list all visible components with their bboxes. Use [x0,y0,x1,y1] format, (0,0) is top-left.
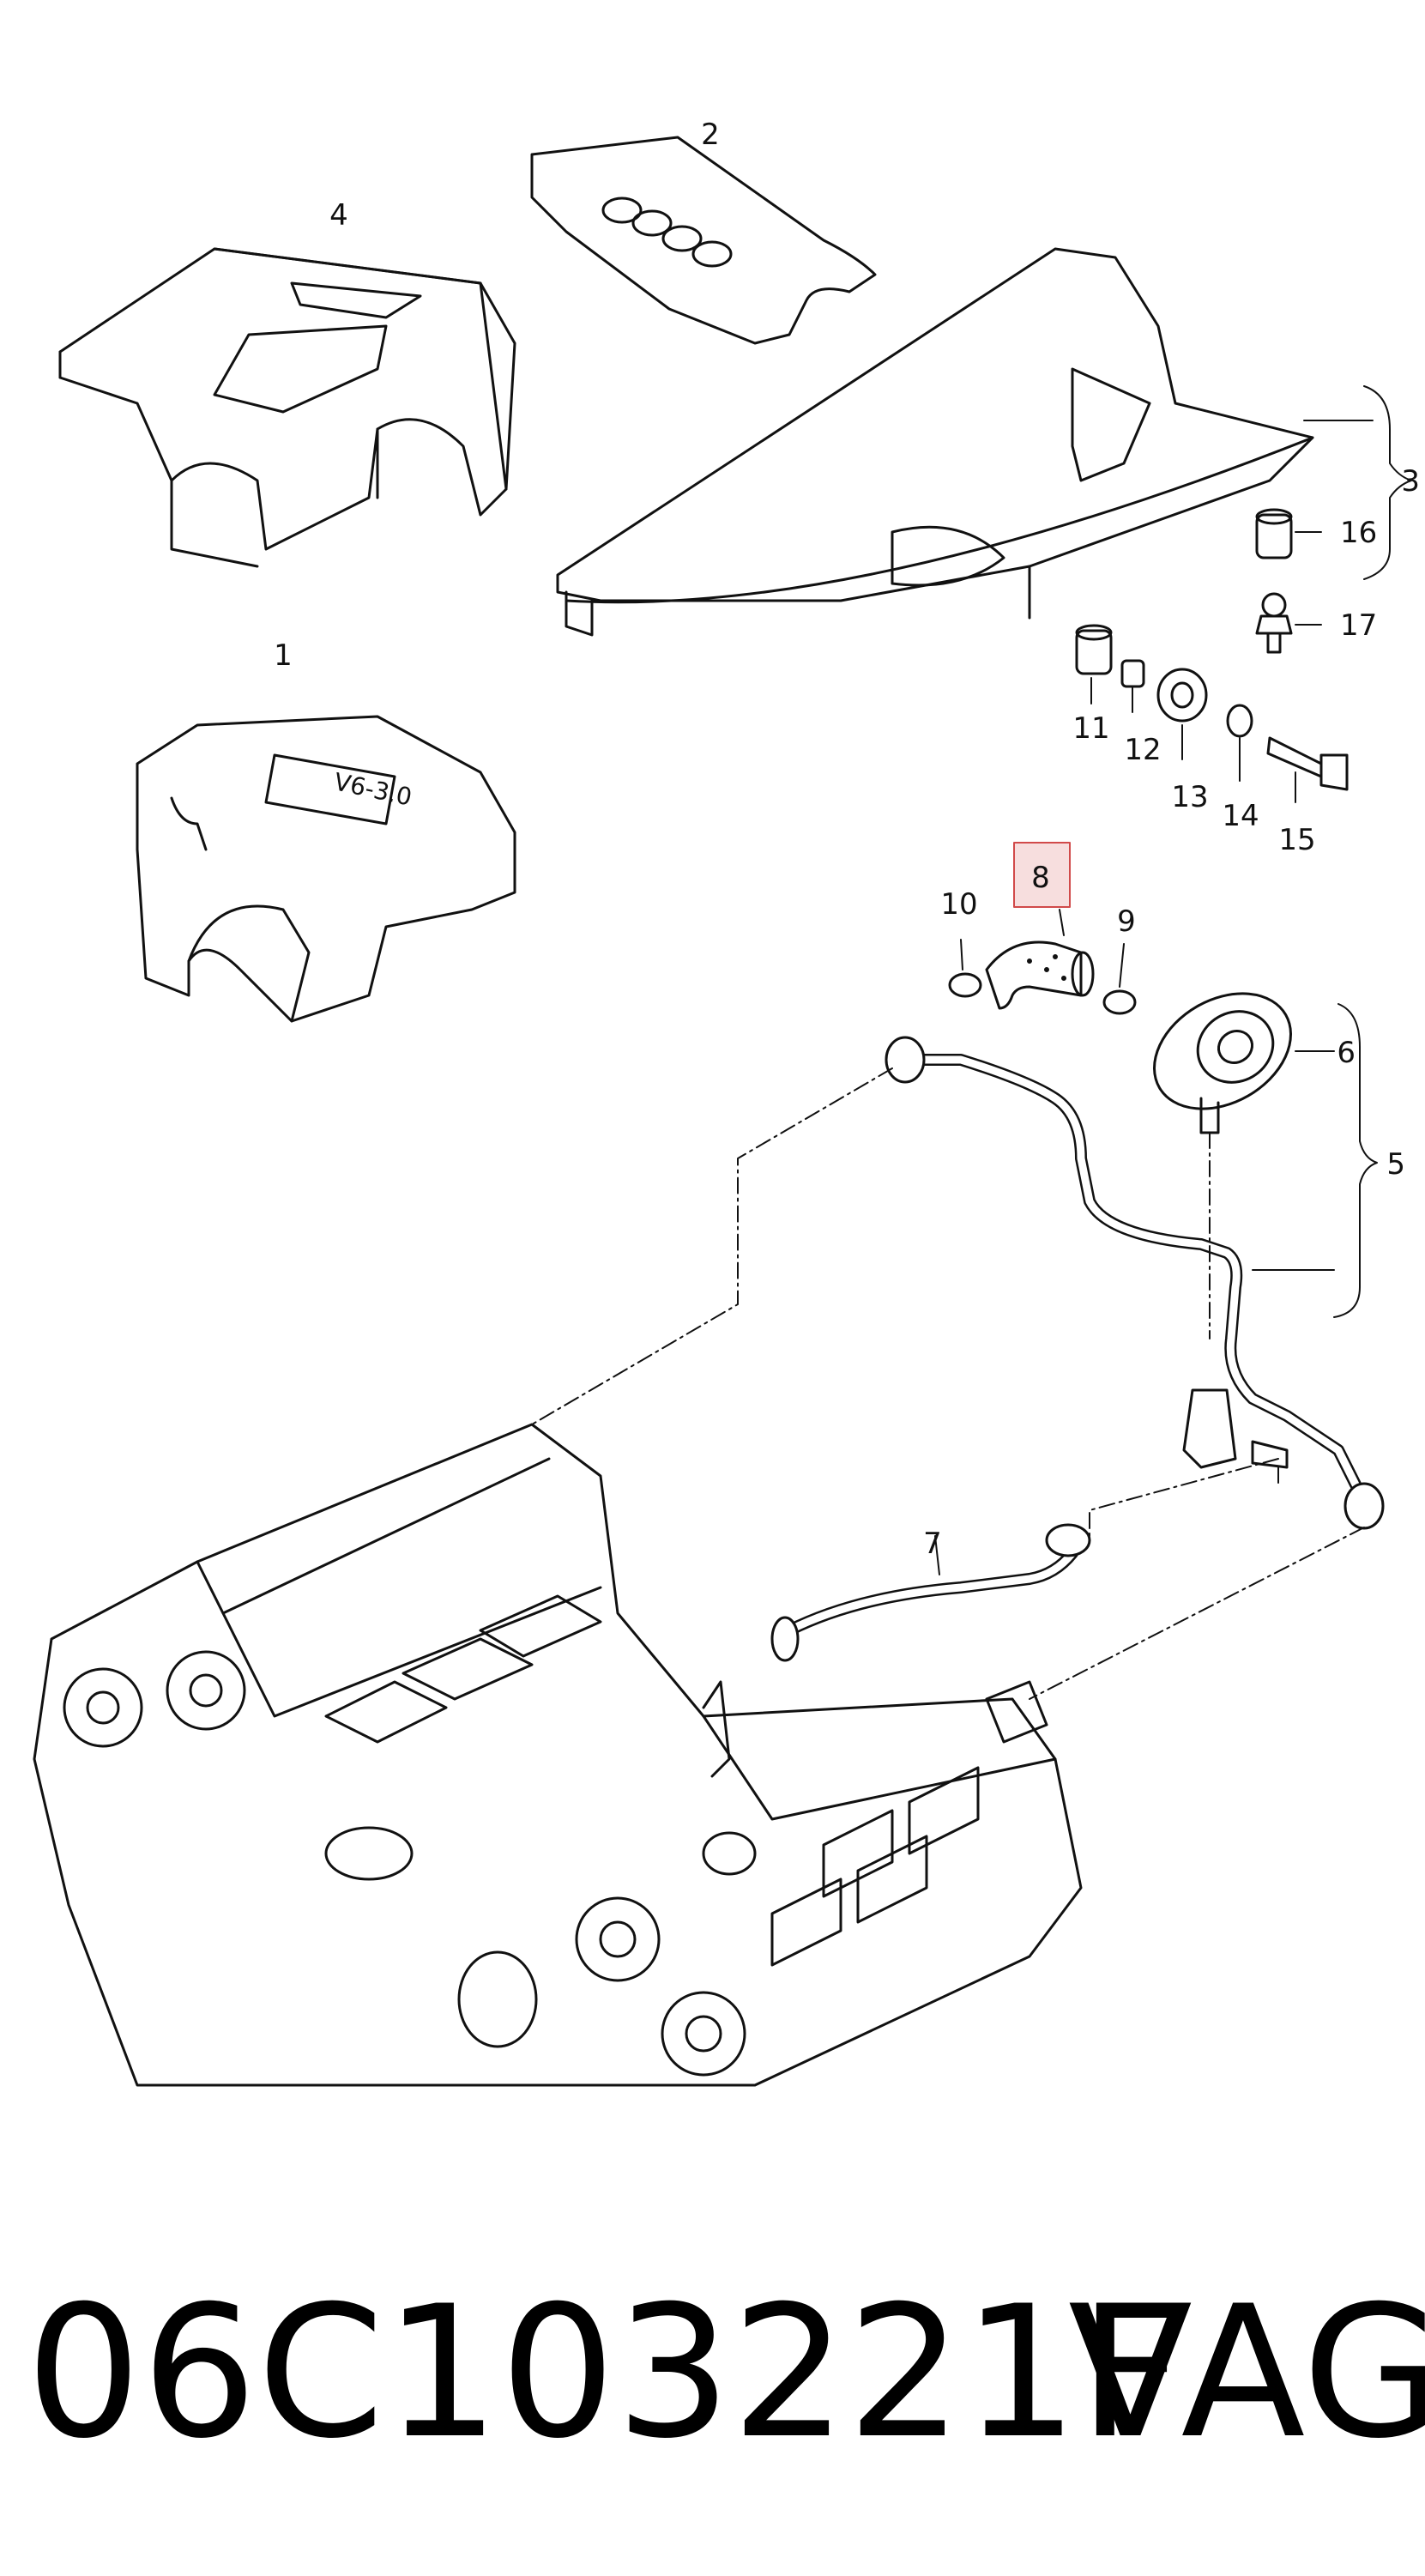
callout-13: 13 [1171,780,1208,814]
ball-stud-part-17 [1255,592,1322,654]
engine-block [33,1423,1083,2087]
bracket-lines-5 [1252,1003,1378,1318]
washer-part-14 [1226,704,1253,782]
callout-15: 15 [1278,823,1315,857]
spacer-part-12 [1120,659,1145,713]
callout-6: 6 [1337,1036,1356,1070]
rubber-mount-part-13 [1156,668,1208,760]
sleeve-part-16 [1255,508,1322,559]
callout-5: 5 [1386,1147,1405,1182]
callout-3: 3 [1401,464,1420,499]
callout-2: 2 [701,118,720,152]
clamp-part-10 [948,939,982,998]
bracket-lines-3 [1303,385,1412,580]
callout-17: 17 [1340,608,1377,643]
callout-1: 1 [274,638,293,673]
callout-10: 10 [940,887,977,922]
part-number: 06C103221F [26,2266,1184,2478]
brand-name: VAG [1068,2266,1425,2478]
exploded-parts-diagram: 1 2 3 4 5 6 7 8 9 10 11 12 13 14 15 16 1… [33,118,1420,2087]
hose-part-7 [770,1523,1091,1662]
callout-4: 4 [329,198,348,233]
leader-lines [531,1067,1365,1700]
callout-11: 11 [1072,711,1109,746]
highlight-box-part-8 [1013,842,1071,908]
bracket-part-3 [556,247,1314,637]
grommet-part-11 [1075,624,1113,704]
callout-16: 16 [1340,516,1377,550]
clamp-part-9 [1102,943,1137,1015]
callout-9: 9 [1117,904,1136,939]
bolt-part-15 [1266,736,1349,803]
front-cover-part-1 [136,715,516,1023]
callout-7: 7 [923,1527,942,1561]
oil-separator-part-6 [1153,992,1335,1134]
callout-8: 8 [1031,861,1050,895]
engine-cover-part-4 [58,247,516,568]
callout-12: 12 [1124,733,1161,767]
breather-pipe-part-5 [885,1036,1385,1530]
cover-plate-part-2 [530,136,877,345]
hose-part-8 [985,909,1095,1010]
callout-14: 14 [1222,799,1259,833]
callout-labels: 1 2 3 4 5 6 7 8 9 10 11 12 13 14 15 16 1… [274,118,1420,1561]
